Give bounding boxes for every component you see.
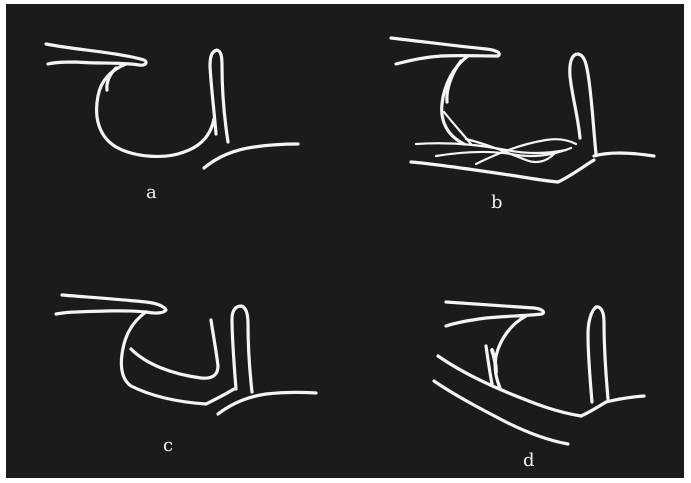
panel-label-a: a: [146, 184, 157, 202]
drawing-d-bowl-left: [495, 316, 526, 388]
figure-plate: a b c d: [6, 4, 684, 478]
drawing-c-upper-branch: [56, 295, 166, 314]
line-drawings: [6, 4, 684, 478]
drawing-a-inner-stroke: [107, 68, 116, 90]
drawing-d-upper-branch: [446, 302, 544, 326]
drawing-d-right-base: [606, 396, 644, 402]
drawing-a-bowl: [97, 64, 214, 156]
drawing-c-inner-curve: [131, 349, 218, 378]
drawing-c: [56, 295, 316, 414]
drawing-b: [391, 38, 654, 182]
drawing-b-upper-branch: [391, 38, 499, 64]
drawing-c-stem: [232, 306, 252, 392]
drawing-b-stem: [570, 54, 596, 154]
drawing-d-upper-diagonal: [438, 356, 581, 416]
drawing-d-diagonal-joint: [581, 402, 606, 416]
drawing-b-right-base: [594, 153, 654, 156]
panel-label-c: c: [163, 437, 173, 455]
drawing-a-baseline: [204, 144, 298, 168]
drawing-a: [46, 44, 298, 168]
drawing-c-inner-rise: [211, 320, 218, 366]
drawing-a-upper-branch: [46, 44, 146, 65]
drawing-d: [434, 302, 644, 444]
drawing-b-baseline: [411, 162, 558, 182]
drawing-b-baseline-joint: [558, 160, 594, 182]
panel-label-b: b: [491, 194, 503, 212]
panel-label-d: d: [523, 452, 535, 470]
drawing-d-stem: [588, 307, 608, 402]
drawing-b-inner-stroke: [447, 61, 461, 102]
drawing-c-bowl-joint: [206, 389, 234, 404]
drawing-c-bowl-left: [121, 312, 206, 404]
drawing-c-baseline: [218, 392, 316, 414]
